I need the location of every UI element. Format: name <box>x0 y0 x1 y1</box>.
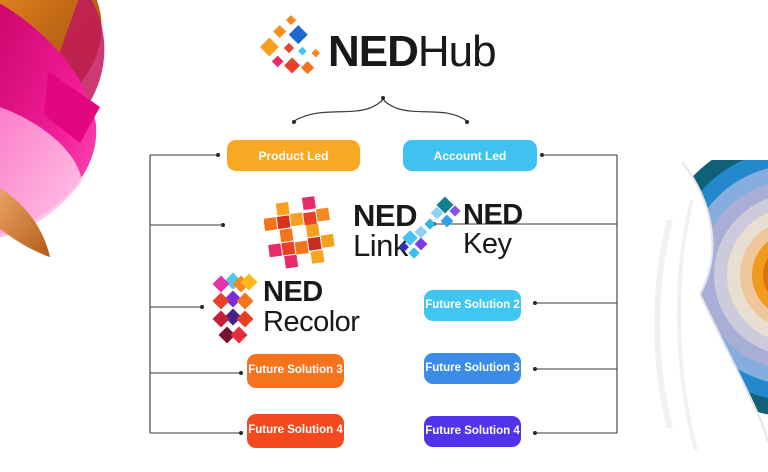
decorative-flower-image <box>0 0 105 257</box>
ned-recolor-logo <box>208 271 260 349</box>
decorative-layered-bowl-image <box>640 160 768 472</box>
ned-link-logo-text: NED Link <box>353 198 417 263</box>
future-solution-4-left-button[interactable]: Future Solution 4 <box>247 414 344 448</box>
split-bracket-connector <box>293 97 468 122</box>
ned-key-text-bold: NED <box>463 199 523 231</box>
split-bracket-endpoints <box>292 96 469 124</box>
ned-link-text-light: Link <box>353 228 408 263</box>
nedhub-logo <box>256 14 324 82</box>
ned-key-text-light: Key <box>463 228 512 260</box>
ned-key-logo-icon <box>399 197 461 259</box>
future-solution-2-button[interactable]: Future Solution 2 <box>424 290 521 321</box>
nedhub-logo-icon <box>259 15 321 75</box>
account-led-button[interactable]: Account Led <box>403 140 537 171</box>
ned-recolor-text-light: Recolor <box>263 306 360 338</box>
ned-link-logo-icon <box>264 196 335 269</box>
ned-link-logo <box>264 196 342 274</box>
ned-key-logo-text: NED Key <box>463 201 523 259</box>
future-solution-4-right-button[interactable]: Future Solution 4 <box>424 416 521 447</box>
nedhub-logo-text-light: Hub <box>417 27 497 76</box>
future-solution-3-left-button[interactable]: Future Solution 3 <box>247 354 344 388</box>
future-solution-3-right-button[interactable]: Future Solution 3 <box>424 353 521 384</box>
ned-recolor-logo-text: NED Recolor <box>263 276 360 338</box>
nedhub-logo-text-bold: NED <box>328 27 419 76</box>
ned-recolor-logo-icon <box>212 272 258 344</box>
ned-link-text-bold: NED <box>353 198 417 233</box>
ned-key-logo <box>397 197 461 261</box>
nedhub-logo-text: NEDHub <box>328 26 497 78</box>
ned-recolor-text-bold: NED <box>263 276 323 308</box>
product-led-button[interactable]: Product Led <box>227 140 360 171</box>
